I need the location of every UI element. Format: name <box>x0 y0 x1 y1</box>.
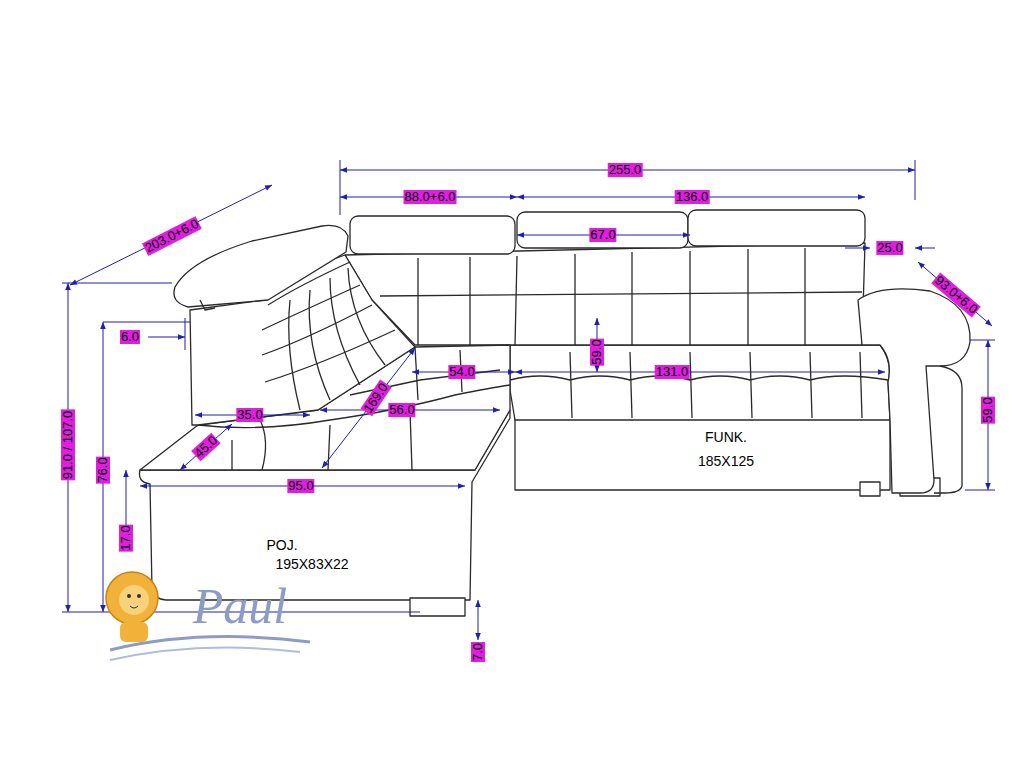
part-text: 195X83X22 <box>275 556 348 572</box>
watermark: Paul <box>193 579 287 633</box>
logo-lion <box>106 572 310 660</box>
dimension-label: 67.0 <box>589 228 616 242</box>
dimension-label: 203.0+6.0 <box>142 216 202 256</box>
dimension-label: 54.0 <box>448 365 475 379</box>
dimension-label: 25.0 <box>876 241 903 255</box>
part-text: FUNK. <box>705 429 747 445</box>
part-text: 185X125 <box>698 453 754 469</box>
dimension-label: 255.0 <box>608 163 643 177</box>
dimension-label: 136.0 <box>675 190 710 204</box>
dimension-label: 91.0 / 107.0 <box>61 410 75 481</box>
dimension-label: 17.0 <box>119 524 133 551</box>
dimension-label: 35.0 <box>236 408 263 422</box>
dimension-label: 59.0 <box>981 396 995 423</box>
dimension-label: 95.0 <box>287 479 314 493</box>
part-text: POJ. <box>266 537 297 553</box>
dimension-label: 76.0 <box>96 456 110 483</box>
dimension-label: 6.0 <box>120 330 140 344</box>
dimension-label: 59.0 <box>590 338 604 365</box>
dimension-label: 7.0 <box>471 642 485 662</box>
dimension-label: 56.0 <box>388 403 415 417</box>
dimension-label: 88.0+6.0 <box>404 190 457 204</box>
dimension-label: 131.0 <box>655 365 690 379</box>
